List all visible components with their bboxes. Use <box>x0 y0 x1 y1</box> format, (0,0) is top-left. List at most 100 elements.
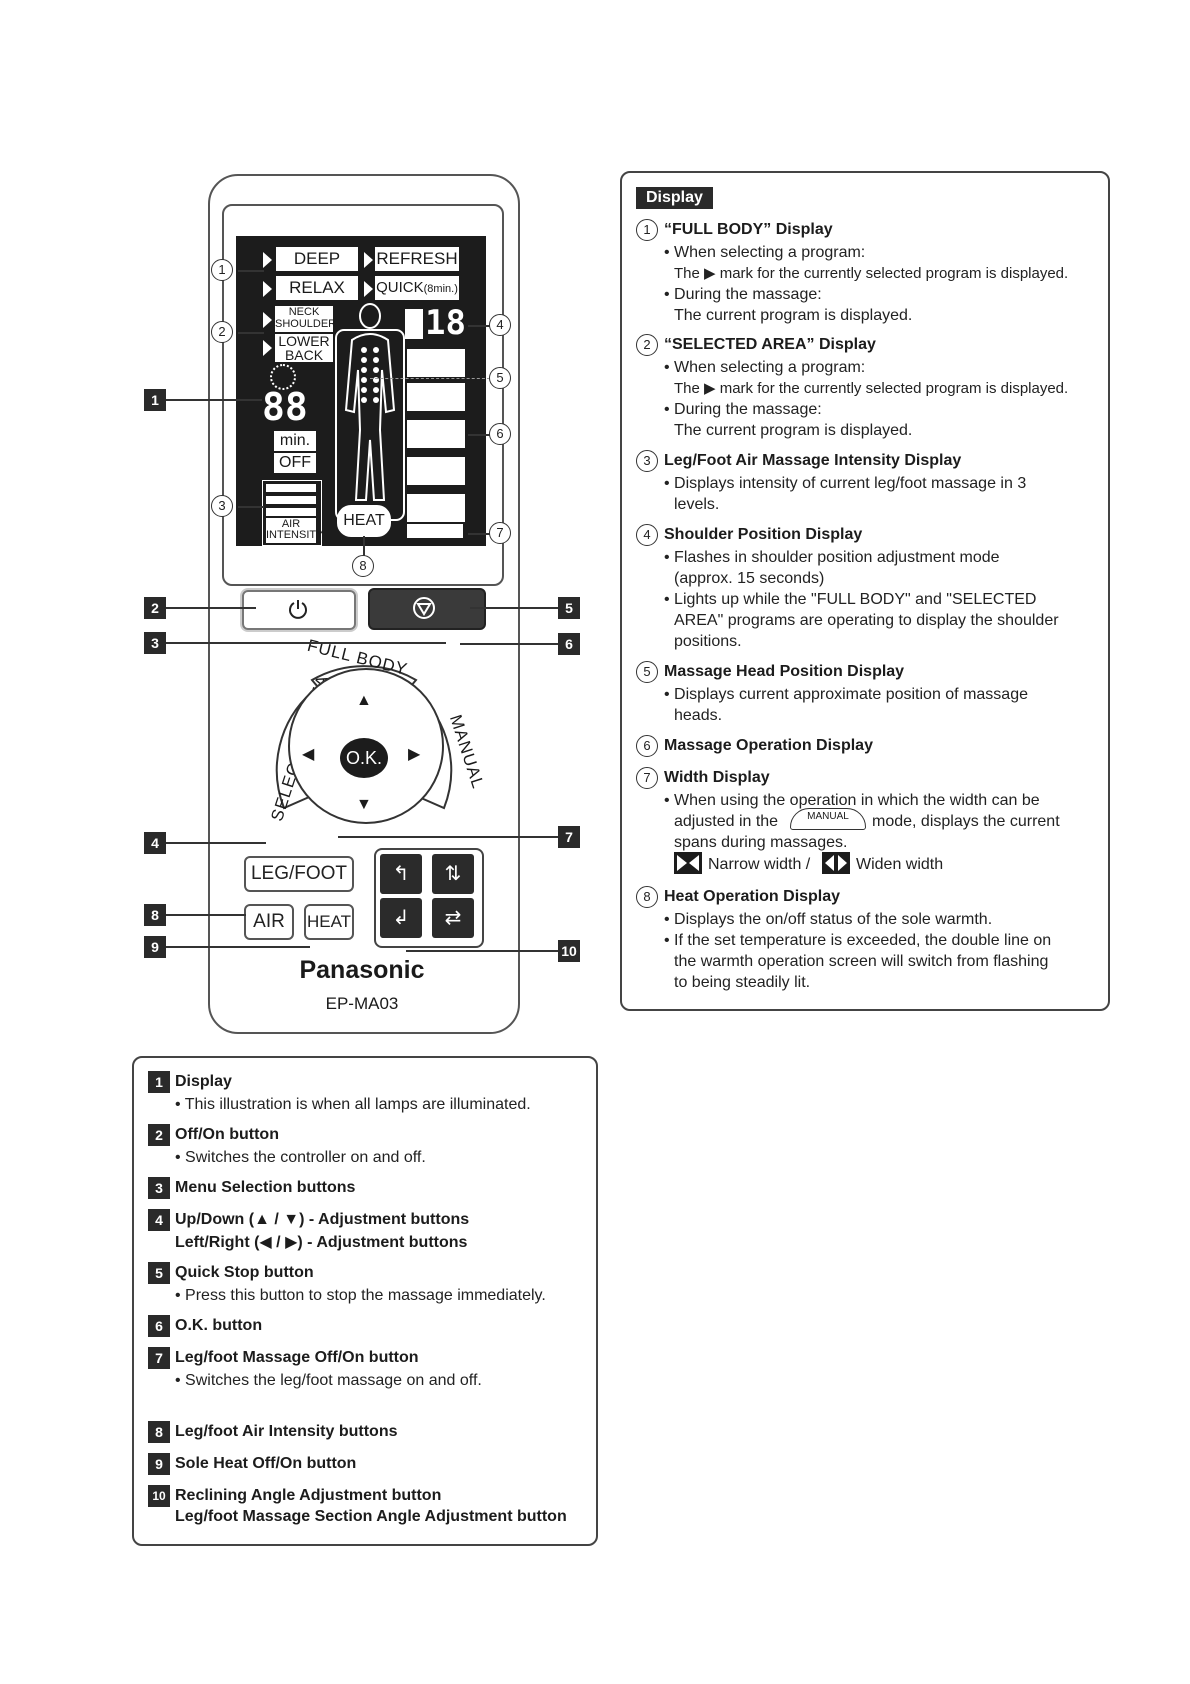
area-neck: NECK <box>288 306 320 318</box>
air-level-1 <box>266 508 316 516</box>
legend-item-10-title: Reclining Angle Adjustment button <box>175 1487 442 1504</box>
operation-icon-2 <box>407 383 465 411</box>
air-level-3 <box>266 484 316 492</box>
model-number: EP-MA03 <box>325 994 399 1013</box>
display-item-8-line: • Displays the on/off status of the sole… <box>664 911 993 928</box>
quick-suffix: (8min.) <box>423 283 458 295</box>
lower-label-bg <box>275 334 333 362</box>
display-item-1-title: “FULL BODY” Display <box>664 221 833 238</box>
legend-item-10-number: 10 <box>148 1485 170 1507</box>
display-item-1-line: The ▶ mark for the currently selected pr… <box>674 265 1069 282</box>
legend-item-7-title: Leg/foot Massage Off/On button <box>175 1349 419 1366</box>
neck-label-bg <box>275 306 333 332</box>
display-item-3-line: levels. <box>674 496 720 513</box>
deep-label-bg <box>276 247 358 271</box>
operation-icon-3 <box>407 420 465 448</box>
width-display-icon <box>407 524 463 538</box>
left-arrow-button[interactable]: ◀ <box>302 746 315 763</box>
program-deep: DEEP <box>293 249 341 268</box>
right-arrow-button[interactable]: ▶ <box>408 746 421 763</box>
callout-c4: 4 <box>489 314 511 336</box>
callout-line-s4 <box>166 842 266 844</box>
display-item-5-line: • Displays current approximate position … <box>664 686 1028 703</box>
legend-item-4-subtitle: Left/Right (◀ / ▶) - Adjustment buttons <box>175 1234 468 1251</box>
callout-line-c2 <box>238 332 264 334</box>
callout-line-c1 <box>238 270 264 272</box>
legend-item-5-desc: • Press this button to stop the massage … <box>175 1287 546 1304</box>
timer-ring-icon <box>270 364 296 390</box>
callout-c7: 7 <box>489 522 511 544</box>
display-item-7-line: adjusted in the <box>674 813 779 830</box>
callout-line-s2 <box>166 607 256 609</box>
heat-button[interactable]: HEAT <box>304 904 354 940</box>
air-level-2 <box>266 496 316 504</box>
display-item-4-line: positions. <box>674 633 742 650</box>
air-button[interactable]: AIR <box>244 904 294 940</box>
display-item-4-number: 4 <box>636 524 658 546</box>
refresh-indicator-icon <box>364 252 373 268</box>
recline-down-button[interactable]: ↲ <box>380 898 422 938</box>
program-quick: QUICK(8min.) <box>375 279 459 296</box>
legrest-up-button[interactable]: ⇅ <box>432 854 474 894</box>
area-back: BACK <box>284 347 324 363</box>
callout-line-c7 <box>468 533 490 535</box>
air-label-1: AIR <box>281 518 301 530</box>
quick-indicator-icon <box>364 281 373 297</box>
display-item-1-line: • During the massage: <box>664 286 822 303</box>
display-item-4-line: (approx. 15 seconds) <box>674 570 825 587</box>
power-icon <box>289 600 307 619</box>
legrest-down-button[interactable]: ⇄ <box>432 898 474 938</box>
legend-item-2-title: Off/On button <box>175 1126 279 1143</box>
area-lower: LOWER <box>278 333 330 349</box>
down-arrow-button[interactable]: ▼ <box>356 796 372 813</box>
shoulder-digits: 18 <box>425 303 466 343</box>
display-item-5-title: Massage Head Position Display <box>664 663 905 680</box>
legend-item-4-number: 4 <box>148 1209 170 1231</box>
operation-icon-5 <box>407 494 465 522</box>
callout-s8: 8 <box>144 904 166 926</box>
legend-item-2-number: 2 <box>148 1124 170 1146</box>
callout-c6: 6 <box>489 423 511 445</box>
display-item-3-line: • Displays intensity of current leg/foot… <box>664 475 1027 492</box>
legend-item-1-number: 1 <box>148 1071 170 1093</box>
callout-line-s5 <box>470 607 558 609</box>
display-item-2-line: • When selecting a program: <box>664 359 866 376</box>
display-item-2-line: The current program is displayed. <box>674 422 913 439</box>
recline-up-button[interactable]: ↰ <box>380 854 422 894</box>
callout-line-c5 <box>370 378 490 379</box>
callout-c5: 5 <box>489 367 511 389</box>
legend-item-8-title: Leg/foot Air Intensity buttons <box>175 1423 398 1440</box>
body-figure-icon <box>335 303 405 521</box>
legend-item-9-title: Sole Heat Off/On button <box>175 1455 357 1472</box>
up-arrow-button[interactable]: ▲ <box>356 692 372 709</box>
callout-s5: 5 <box>558 597 580 619</box>
legend-item-6-number: 6 <box>148 1315 170 1337</box>
display-item-6-number: 6 <box>636 735 658 757</box>
callout-line-s10 <box>406 950 558 952</box>
program-refresh: REFRESH <box>376 249 458 268</box>
legend-item-2-desc: • Switches the controller on and off. <box>175 1149 426 1166</box>
leg-foot-button[interactable]: LEG/FOOT <box>244 856 354 892</box>
display-item-8-line: to being steadily lit. <box>674 974 811 991</box>
display-item-5-number: 5 <box>636 661 658 683</box>
widen-width-label: Widen width <box>856 856 944 873</box>
callout-line-s7 <box>338 836 558 838</box>
narrow-width-label: Narrow width / <box>708 856 811 873</box>
display-item-2-title: “SELECTED AREA” Display <box>664 336 876 353</box>
callout-s1: 1 <box>144 389 166 411</box>
legend-item-6-title: O.K. button <box>175 1317 263 1334</box>
neck-indicator-icon <box>263 312 272 328</box>
air-label-2: INTENSITY <box>266 529 324 541</box>
timer-unit: min. <box>274 431 316 451</box>
power-button[interactable] <box>242 590 356 630</box>
narrow-width-icon <box>674 852 702 874</box>
display-item-4-line: AREA" programs are operating to display … <box>674 612 1059 629</box>
button-legend-panel <box>132 1056 598 1546</box>
quick-word: QUICK <box>376 279 424 296</box>
callout-line-c8 <box>363 536 365 556</box>
ok-button[interactable]: O.K. <box>340 738 388 778</box>
display-item-7-line: mode, displays the current <box>872 813 1060 830</box>
callout-s10: 10 <box>558 940 580 962</box>
